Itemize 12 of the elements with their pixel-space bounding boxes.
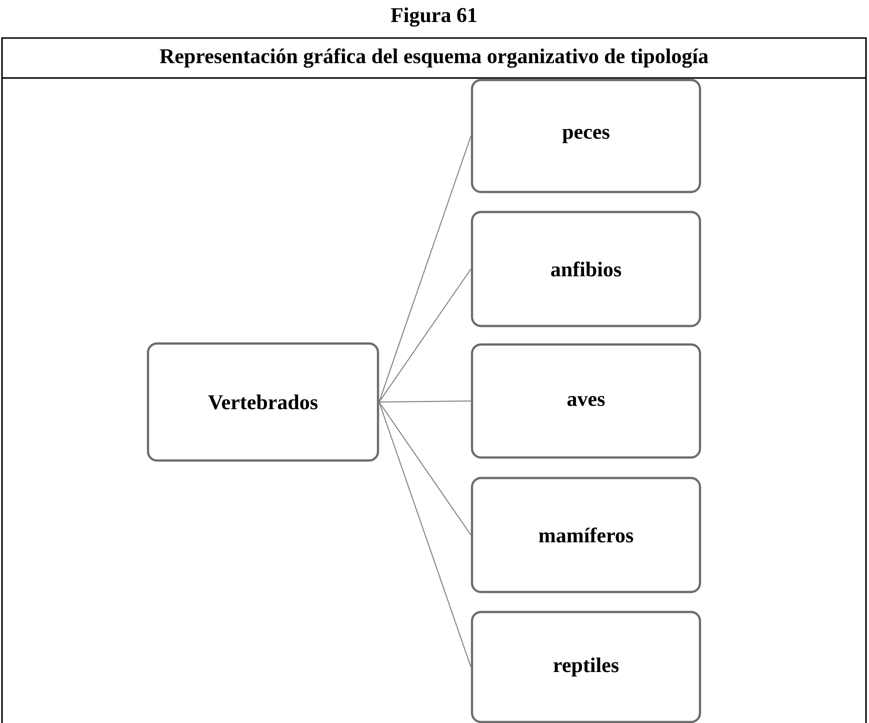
rounded-box: peces [470, 78, 702, 194]
connector-line [378, 402, 472, 536]
rounded-box: anfibios [470, 210, 702, 328]
rounded-box: mamíferos [470, 476, 702, 594]
connector-line [378, 136, 472, 402]
connector-line [378, 268, 472, 402]
rounded-box: reptiles [470, 610, 702, 723]
connector-line [378, 402, 472, 668]
connector-line [378, 400, 472, 402]
rounded-box: aves [470, 343, 702, 459]
figure-title: Figura 61 [390, 7, 476, 27]
rounded-box: Vertebrados [146, 342, 380, 462]
